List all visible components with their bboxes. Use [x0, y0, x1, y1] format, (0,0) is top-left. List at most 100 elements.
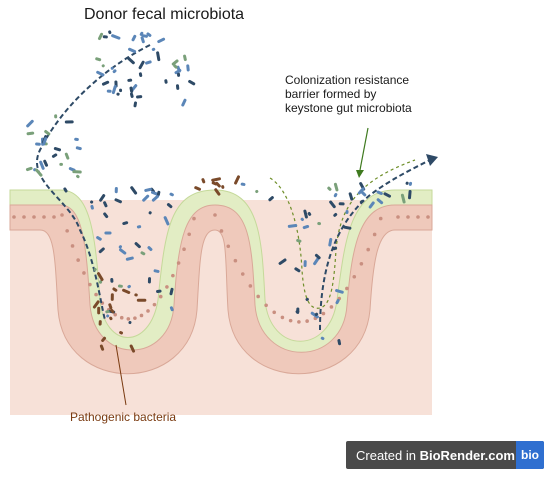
- colonizing-microbe: [104, 231, 112, 235]
- colonizing-microbe: [300, 217, 304, 221]
- cell-nucleus: [264, 303, 268, 308]
- pathogen-microbe: [97, 272, 104, 282]
- colonizing-microbe: [151, 194, 160, 202]
- donor-microbe: [59, 162, 63, 166]
- cell-nucleus: [240, 272, 245, 276]
- colonizing-microbe: [90, 200, 94, 204]
- biorender-badge[interactable]: Created in BioRender.com bio: [346, 441, 544, 469]
- pathogen-microbe: [129, 344, 136, 353]
- donor-microbe: [151, 47, 156, 51]
- colonizing-microbe: [105, 310, 110, 314]
- colonizing-microbe: [122, 221, 129, 226]
- cell-nucleus: [406, 215, 410, 219]
- colonizing-microbe: [314, 253, 321, 260]
- donor-microbe: [112, 69, 117, 74]
- barrier-label-line: Colonization resistance: [285, 73, 410, 87]
- biorender-logo-icon: bio: [516, 441, 544, 469]
- pathogen-microbe: [234, 175, 240, 185]
- colonizing-microbe: [310, 311, 319, 319]
- donor-microbe: [156, 51, 161, 62]
- donor-microbe: [188, 79, 196, 86]
- donor-microbe: [116, 92, 120, 96]
- colonizing-microbe: [144, 187, 152, 192]
- colonizing-microbe: [127, 284, 131, 289]
- donor-microbe: [177, 72, 181, 77]
- donor-microbe: [102, 35, 108, 39]
- cell-nucleus: [372, 232, 377, 237]
- barrier-label-line: barrier formed by: [285, 87, 377, 101]
- cell-nucleus: [76, 258, 80, 262]
- donor-microbe: [95, 57, 102, 62]
- colonizing-microbe: [303, 260, 307, 268]
- cell-nucleus: [352, 274, 357, 279]
- cell-nucleus: [88, 282, 92, 287]
- transplant-arrowhead: [426, 154, 438, 166]
- transplant-path: [36, 44, 151, 321]
- pathogen-microbe: [201, 178, 206, 184]
- colonizing-microbe: [314, 312, 319, 317]
- pathogenic-label: Pathogenic bacteria: [70, 410, 177, 424]
- pathogen-microbe: [211, 177, 221, 182]
- cell-nucleus: [182, 247, 186, 251]
- cell-nucleus: [192, 216, 196, 221]
- colonizing-microbe: [147, 246, 153, 252]
- pathogen-microbe: [108, 303, 113, 310]
- cell-nucleus: [165, 285, 169, 289]
- cell-nucleus: [171, 273, 175, 278]
- colonizing-microbe: [99, 194, 106, 202]
- pathogen-microbe: [99, 344, 105, 351]
- cell-nucleus: [378, 216, 383, 221]
- colonizing-microbe: [156, 289, 162, 293]
- cell-nucleus: [321, 311, 326, 316]
- colonizing-microbe: [287, 223, 298, 228]
- colonizing-microbe: [134, 242, 141, 249]
- donor-microbe: [110, 66, 114, 70]
- cell-nucleus: [158, 294, 163, 299]
- colonizing-microbe: [294, 267, 301, 273]
- pathogen-microbe: [221, 185, 225, 189]
- cell-nucleus: [288, 318, 293, 323]
- donor-microbe: [101, 64, 105, 68]
- colonizing-microbe: [359, 199, 364, 204]
- donor-microbe: [181, 98, 187, 107]
- donor-microbe: [138, 60, 145, 70]
- donor-microbe: [173, 64, 178, 69]
- colonizing-microbe: [103, 212, 109, 219]
- donor-microbe: [25, 166, 33, 172]
- cell-nucleus: [272, 310, 277, 315]
- donor-microbe: [183, 54, 187, 62]
- donor-microbe: [128, 47, 137, 54]
- colonizing-microbe: [357, 187, 365, 195]
- colonizing-microbe: [333, 213, 338, 217]
- colonizing-microbe: [307, 211, 312, 216]
- pathogen-microbe: [119, 331, 123, 335]
- cell-nucleus: [70, 244, 75, 248]
- pathogen-microbe: [109, 316, 113, 321]
- cell-nucleus: [139, 313, 144, 318]
- colonizing-microbe: [169, 306, 174, 312]
- donor-microbe: [174, 68, 182, 75]
- microbes: [25, 30, 413, 353]
- donor-microbe: [39, 160, 45, 170]
- colonizing-microbe: [117, 284, 123, 288]
- colonizing-microbe: [345, 209, 349, 215]
- pathogen-microbe: [110, 293, 114, 301]
- donor-microbe: [111, 84, 117, 95]
- colonizing-microbe: [110, 277, 114, 283]
- pathogen-microbe: [136, 298, 147, 302]
- donor-microbe: [72, 170, 82, 174]
- pathogen-microbe: [214, 188, 221, 196]
- cell-nucleus: [60, 213, 64, 217]
- donor-microbe: [64, 120, 74, 124]
- donor-microbe: [146, 32, 152, 37]
- pathogen-microbe: [98, 320, 102, 326]
- cell-nucleus: [94, 292, 98, 297]
- colonizing-microbe: [153, 269, 160, 273]
- colonizing-microbe: [106, 314, 110, 318]
- donor-microbe: [106, 89, 112, 93]
- pathogen-microbe: [134, 293, 138, 297]
- cell-nucleus: [396, 215, 400, 219]
- colonizing-microbe: [103, 201, 108, 208]
- colonizing-microbe: [278, 258, 287, 265]
- donor-microbe: [111, 34, 121, 40]
